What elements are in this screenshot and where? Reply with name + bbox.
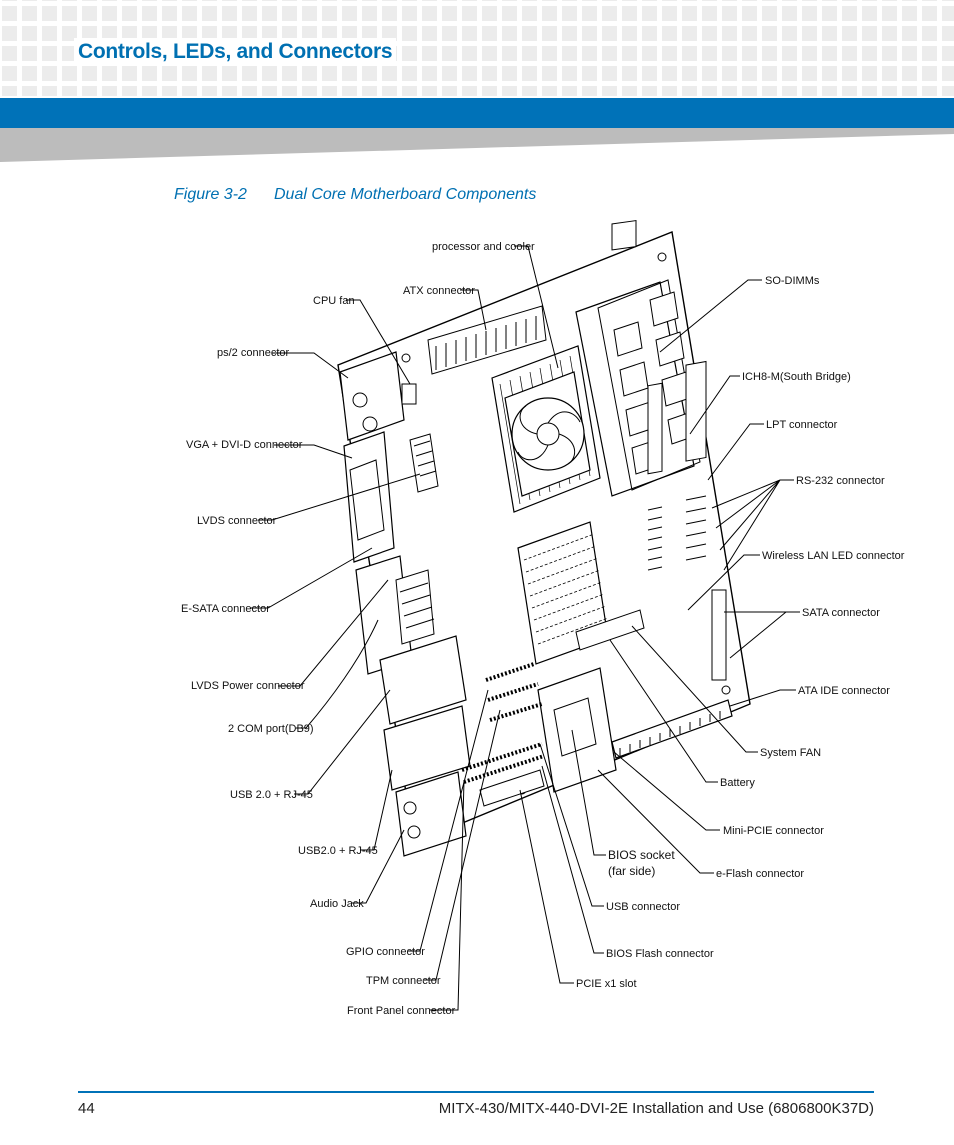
label-mini-pcie: Mini-PCIE connector <box>723 825 824 837</box>
label-bios-socket-1: BIOS socket <box>608 848 675 862</box>
ps2-connector-shape <box>339 351 405 441</box>
label-wireless-led: Wireless LAN LED connector <box>762 550 905 562</box>
label-vga: VGA + DVI-D connector <box>186 439 303 451</box>
label-atx: ATX connector <box>403 285 475 297</box>
label-lpt: LPT connector <box>766 419 838 431</box>
header-gray-wedge <box>0 128 954 162</box>
label-ich8m: ICH8-M(South Bridge) <box>742 371 851 383</box>
label-rs232: RS-232 connector <box>796 475 885 487</box>
label-battery: Battery <box>720 777 755 789</box>
page-number: 44 <box>78 1100 95 1117</box>
processor-cooler <box>491 345 601 513</box>
atx-connector <box>427 305 547 375</box>
figure-number: Figure 3-2 <box>174 186 247 203</box>
label-eflash: e-Flash connector <box>716 868 804 880</box>
label-usb-connector: USB connector <box>606 901 680 913</box>
footer-rule <box>78 1091 874 1093</box>
label-ata-ide: ATA IDE connector <box>798 685 890 697</box>
document-title: MITX-430/MITX-440-DVI-2E Installation an… <box>438 1100 874 1117</box>
label-com-port: 2 COM port(DB9) <box>228 723 314 735</box>
so-dimms <box>575 220 701 497</box>
label-front-panel: Front Panel connector <box>347 1005 456 1017</box>
label-sata: SATA connector <box>802 607 880 619</box>
header-blue-band <box>0 98 954 128</box>
label-usb-rj45-b: USB2.0 + RJ-45 <box>298 845 378 857</box>
label-gpio: GPIO connector <box>346 946 425 958</box>
figure-title: Dual Core Motherboard Components <box>274 186 537 203</box>
label-tpm: TPM connector <box>366 975 441 987</box>
label-ps2: ps/2 connector <box>217 347 289 359</box>
label-processor-cooler: processor and cooler <box>432 241 535 253</box>
pin-headers-right <box>647 360 727 681</box>
label-system-fan: System FAN <box>760 747 821 759</box>
label-usb-rj45-a: USB 2.0 + RJ-45 <box>230 789 313 801</box>
lower-board-components <box>461 609 733 807</box>
label-esata: E-SATA connector <box>181 603 270 615</box>
label-so-dimms: SO-DIMMs <box>765 275 820 287</box>
label-cpu-fan: CPU fan <box>313 295 355 307</box>
figure-caption: Figure 3-2 Dual Core Motherboard Componen… <box>174 186 536 204</box>
label-audio: Audio Jack <box>310 898 364 910</box>
label-bios-socket-2: (far side) <box>608 864 655 878</box>
label-pcie-x1: PCIE x1 slot <box>576 978 637 990</box>
label-lvds-power: LVDS Power connector <box>191 680 305 692</box>
labels: processor and cooler ATX connector CPU f… <box>181 241 905 1017</box>
label-bios-flash: BIOS Flash connector <box>606 948 714 960</box>
label-lvds: LVDS connector <box>197 515 277 527</box>
motherboard-diagram: processor and cooler ATX connector CPU f… <box>181 220 905 1017</box>
vga-dvi-shape <box>343 431 439 563</box>
section-title: Controls, LEDs, and Connectors <box>74 38 397 66</box>
